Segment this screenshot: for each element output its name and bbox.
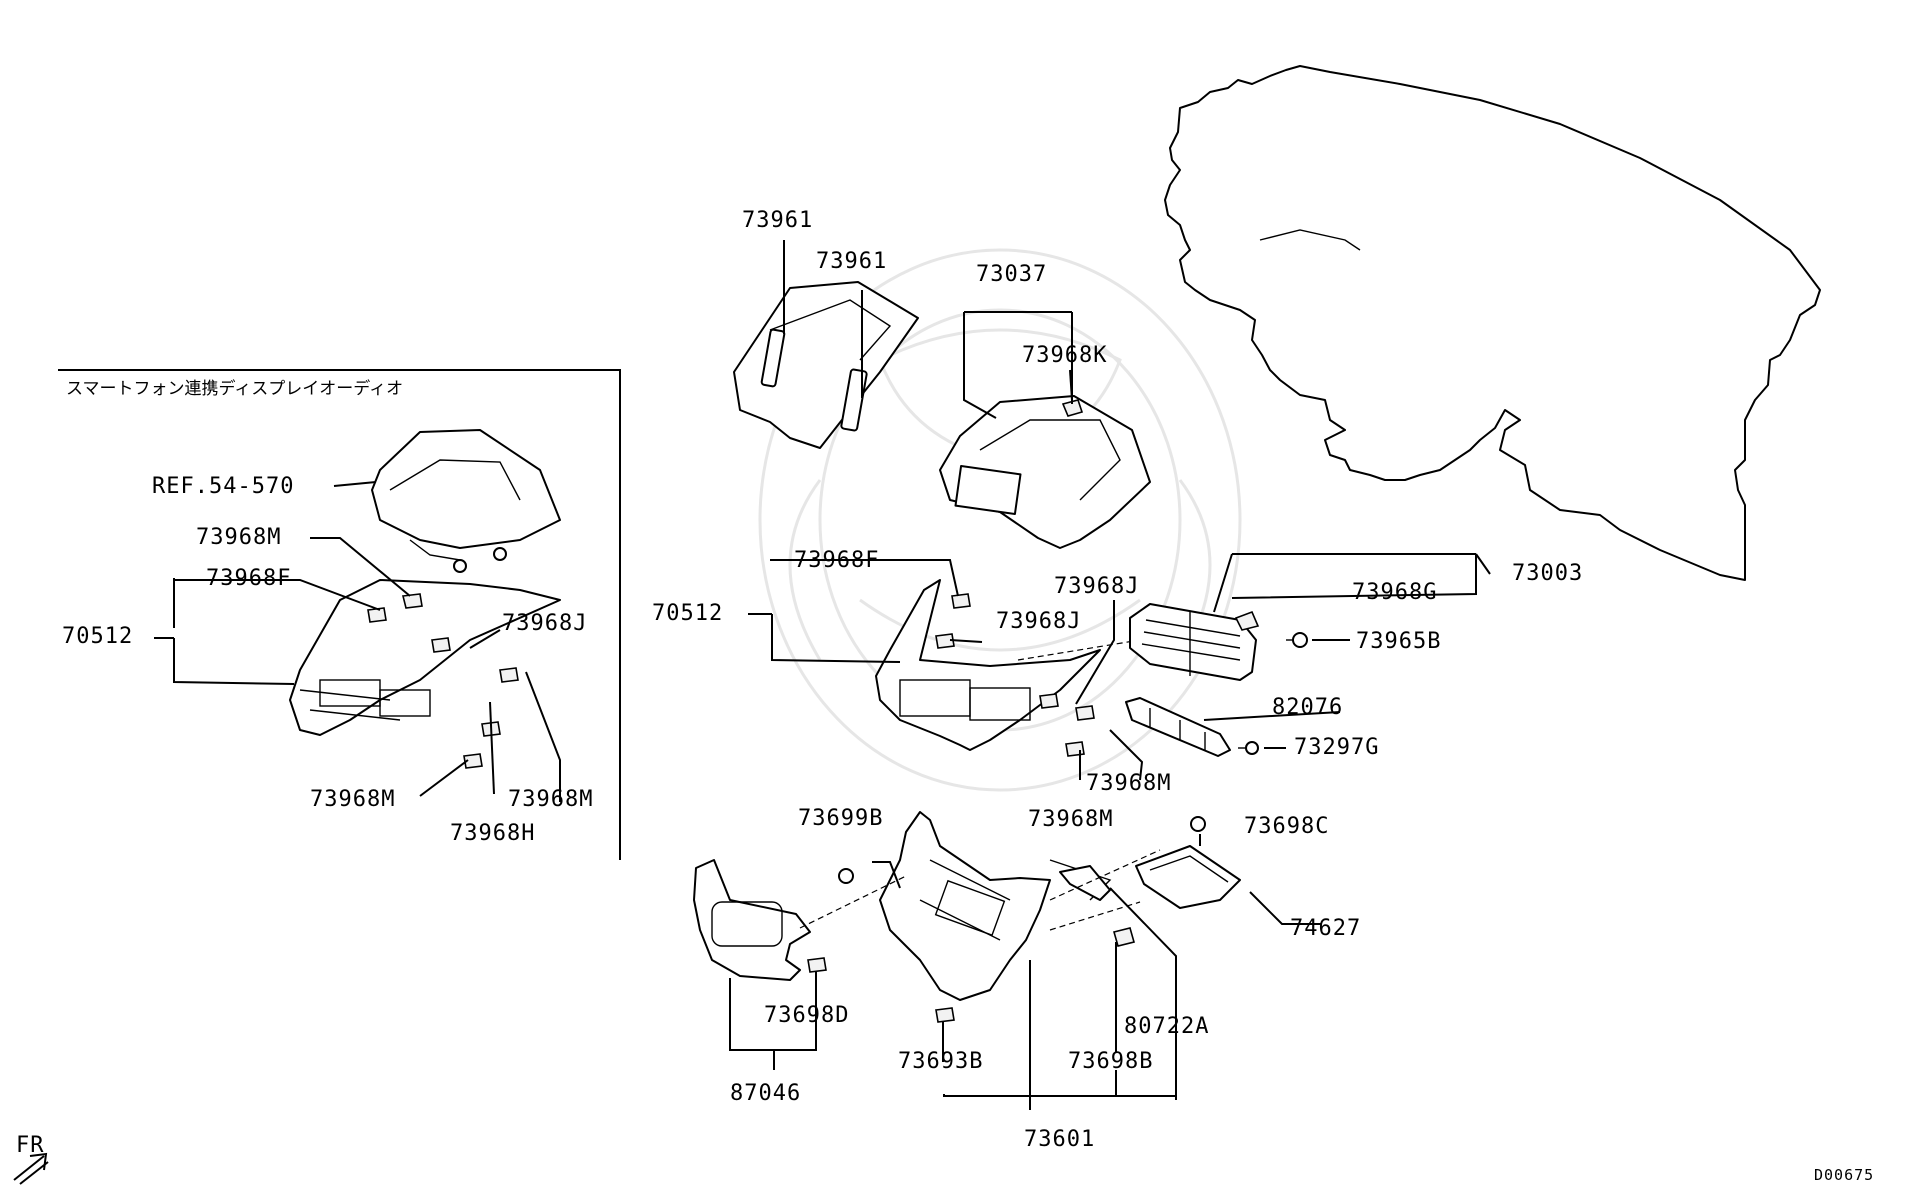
label-73968H-inset[interactable]: 73968H [450, 821, 535, 846]
label-73968J-main-top[interactable]: 73968J [1054, 574, 1139, 599]
label-73961-a[interactable]: 73961 [742, 208, 813, 233]
label-82076[interactable]: 82076 [1272, 695, 1343, 720]
label-73601[interactable]: 73601 [1024, 1127, 1095, 1152]
bracket-80722A [1059, 865, 1135, 947]
instrument-panel-outline [1164, 65, 1821, 581]
screw-73699B [838, 868, 854, 884]
inset-leader-lines [58, 369, 621, 860]
label-73961-b[interactable]: 73961 [816, 249, 887, 274]
main-trim-bezel-70512 [875, 579, 1141, 757]
inset-display-unit [371, 429, 561, 573]
label-73968F-main[interactable]: 73968F [794, 548, 879, 573]
label-73693B[interactable]: 73693B [898, 1049, 983, 1074]
clip-73693B [935, 1007, 955, 1023]
screw-73698C [1190, 816, 1206, 832]
switch-panel-82076 [1125, 697, 1231, 757]
lower-trim-panel-87046 [693, 859, 827, 981]
label-73698D[interactable]: 73698D [764, 1003, 849, 1028]
label-74627[interactable]: 74627 [1290, 916, 1361, 941]
inset-clips [367, 593, 519, 769]
label-73968F-inset[interactable]: 73968F [206, 566, 291, 591]
meter-hood-73961 [733, 281, 919, 449]
label-73297G[interactable]: 73297G [1294, 735, 1379, 760]
label-73037[interactable]: 73037 [976, 262, 1047, 287]
direction-label: FR [16, 1133, 45, 1158]
label-73699B[interactable]: 73699B [798, 806, 883, 831]
lower-center-frame-73601 [879, 811, 1112, 1001]
label-73698B[interactable]: 73698B [1068, 1049, 1153, 1074]
tray-74627 [1135, 845, 1241, 909]
label-73968J-inset[interactable]: 73968J [502, 611, 587, 636]
label-73968G[interactable]: 73968G [1352, 580, 1437, 605]
label-73968M-inset-top[interactable]: 73968M [196, 525, 281, 550]
label-73968M-inset-right[interactable]: 73968M [508, 787, 593, 812]
arrow-up-right-icon [13, 1152, 49, 1185]
center-air-outlet-73003 [1129, 603, 1260, 681]
label-70512-main[interactable]: 70512 [652, 601, 723, 626]
inset-trim-bezel-70512 [289, 579, 561, 736]
label-73968J-main-right[interactable]: 73968J [996, 609, 1081, 634]
label-73968M-main-b[interactable]: 73968M [1028, 807, 1113, 832]
diagram-id: D00675 [1814, 1166, 1874, 1184]
label-73003[interactable]: 73003 [1512, 561, 1583, 586]
label-73698C[interactable]: 73698C [1244, 814, 1329, 839]
direction-marker: FR [13, 1133, 49, 1185]
section-title: スマートフォン連携ディスプレイオーディオ [66, 378, 403, 399]
label-73968K[interactable]: 73968K [1022, 343, 1107, 368]
screw-73297G [1238, 741, 1259, 755]
label-70512-inset[interactable]: 70512 [62, 624, 133, 649]
label-80722A[interactable]: 80722A [1124, 1014, 1209, 1039]
label-73968M-inset-left[interactable]: 73968M [310, 787, 395, 812]
label-73968M-main-a[interactable]: 73968M [1086, 771, 1171, 796]
label-73965B[interactable]: 73965B [1356, 629, 1441, 654]
screw-73965B [1286, 632, 1308, 648]
center-display-panel-73037 [939, 395, 1151, 549]
label-87046[interactable]: 87046 [730, 1081, 801, 1106]
label-ref-54-570[interactable]: REF.54-570 [152, 474, 294, 499]
main-leader-lines [729, 240, 1491, 1110]
